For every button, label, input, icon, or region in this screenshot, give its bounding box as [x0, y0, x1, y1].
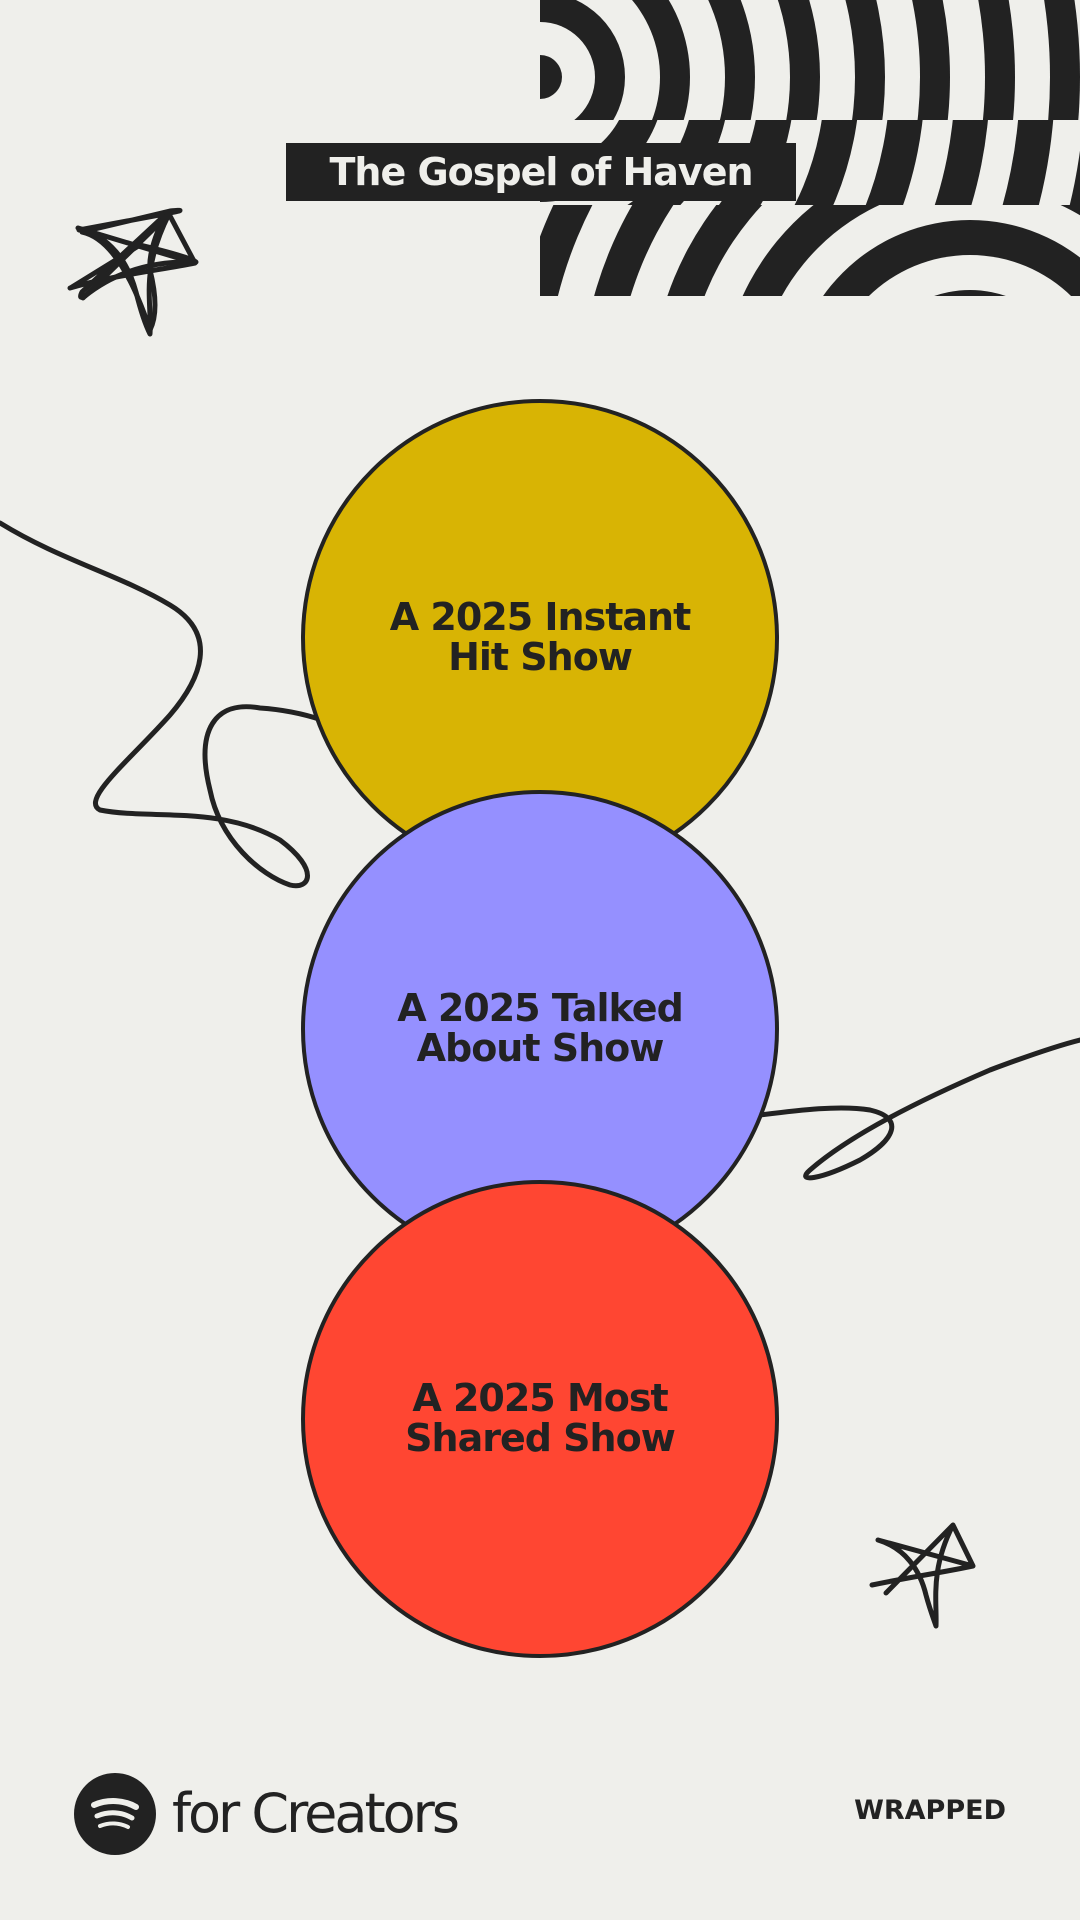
squiggle-line-left [0, 520, 325, 889]
arc-pattern-graphic [540, 0, 1080, 296]
brand-text: for Creators [172, 1782, 460, 1845]
squiggle-line-right [757, 1037, 1080, 1181]
wrapped-label: WRAPPED [854, 1795, 1006, 1826]
spotify-for-creators-logo: for Creators [74, 1773, 460, 1855]
spotify-waves-icon [91, 1798, 139, 1829]
show-title: The Gospel of Haven [286, 143, 796, 201]
badge-label: A 2025 Instant Hit Show [389, 595, 691, 679]
spotify-icon [74, 1773, 156, 1855]
badge-label: A 2025 Talked About Show [397, 986, 684, 1070]
concentric-arc-pattern [540, 0, 1080, 296]
star-doodle-icon [69, 207, 199, 333]
badge-label: A 2025 Most Shared Show [405, 1376, 676, 1460]
badge-most-shared-show: A 2025 Most Shared Show [301, 1180, 779, 1658]
